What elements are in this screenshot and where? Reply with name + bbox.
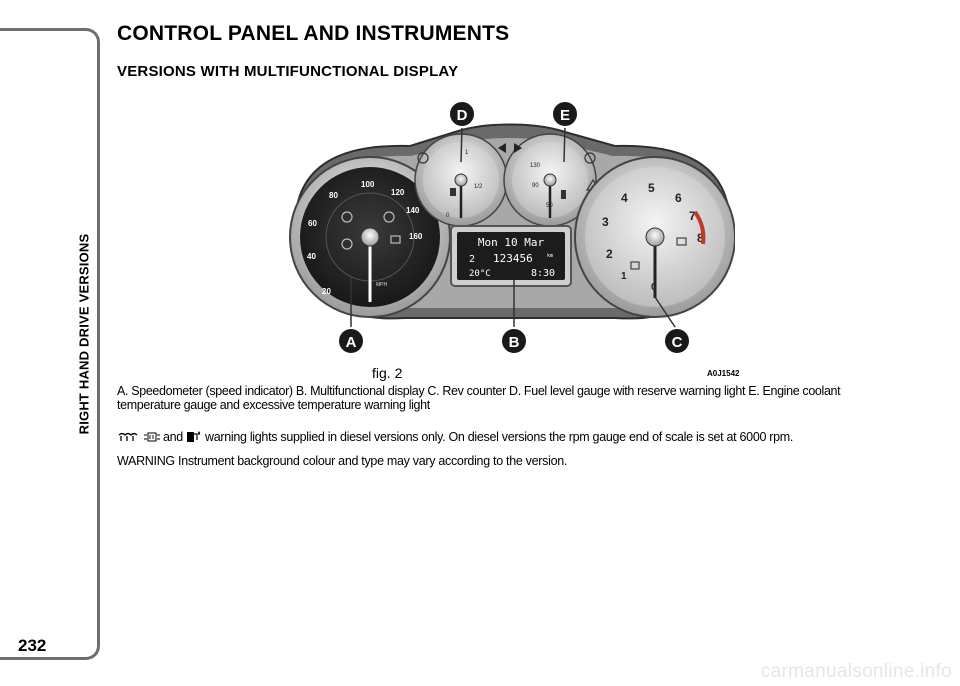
callout-line-c	[654, 296, 678, 331]
callout-label-b: B	[509, 334, 520, 351]
side-frame	[0, 28, 100, 660]
footer-watermark-url[interactable]: carmanualsonline.info	[760, 661, 952, 682]
speedometer-tick: 120	[391, 188, 405, 197]
page-number: 232	[18, 636, 47, 655]
display-gear: 2	[469, 254, 475, 265]
display-odometer: 123456	[493, 252, 533, 265]
display-odometer-unit: km	[547, 253, 553, 259]
warning-light-icon	[383, 211, 395, 223]
diesel-note-paragraph: and warning lights supplied in diesel ve…	[117, 430, 857, 444]
rear-fog-light-icon	[584, 152, 596, 164]
warning-light-icon	[676, 237, 687, 246]
speedometer-unit: MPH	[376, 282, 388, 288]
sidebar-label: RIGHT HAND DRIVE VERSIONS	[76, 233, 92, 435]
fuel-gauge-hub	[454, 173, 468, 187]
diesel-note-text: warning lights supplied in diesel versio…	[204, 430, 794, 444]
speedometer-tick: 40	[307, 252, 316, 261]
dpf-filter-icon	[144, 432, 160, 442]
coolant-thermometer-icon	[561, 190, 566, 199]
callout-label-e: E	[560, 107, 570, 124]
rev-counter-gauge: 1 0 2 3 4 5 6 7 8	[574, 156, 736, 318]
right-turn-signal-icon	[514, 143, 522, 153]
warning-light-icon	[630, 261, 640, 270]
speedometer-tick: 60	[308, 219, 317, 228]
fuel-gauge-label-full: 1	[465, 150, 469, 156]
speedometer-gauge: 20 40 60 80 100 120 140 160 MPH	[289, 156, 451, 318]
figure-caption: fig. 2	[372, 365, 403, 381]
rev-counter-tick: 1	[621, 271, 627, 282]
callout-badge-c: C	[663, 327, 691, 355]
instrument-panel-illustration: 20 40 60 80 100 120 140 160 MPH 0 1/2 1	[289, 100, 736, 355]
warning-light-icon	[341, 238, 353, 250]
callout-label-d: D	[457, 107, 468, 124]
warning-light-icon	[341, 211, 353, 223]
callout-label-a: A	[346, 334, 357, 351]
rev-counter-tick: 8	[697, 231, 704, 245]
speedometer-tick: 160	[409, 232, 423, 241]
rev-counter-tick: 2	[606, 247, 613, 261]
coolant-temperature-gauge: 130 90 50	[503, 133, 597, 227]
warning-light-icon	[390, 235, 401, 244]
glow-plug-icon	[118, 432, 138, 441]
page-title: CONTROL PANEL AND INSTRUMENTS	[117, 22, 510, 45]
instrument-panel-figure: 20 40 60 80 100 120 140 160 MPH 0 1/2 1	[285, 92, 736, 360]
callout-badge-a: A	[337, 327, 365, 355]
callout-badge-d: D	[448, 100, 476, 128]
rev-counter-tick: 6	[675, 191, 682, 205]
display-date: Mon 10 Mar	[478, 236, 545, 249]
display-temperature: 20°C	[469, 269, 491, 279]
fuel-level-gauge: 0 1/2 1	[414, 133, 508, 227]
callout-label-c: C	[672, 334, 683, 351]
rev-counter-tick: 3	[602, 215, 609, 229]
left-turn-signal-icon	[498, 143, 506, 153]
temp-gauge-label-high: 130	[530, 163, 541, 169]
water-in-fuel-icon	[186, 431, 200, 442]
section-subtitle: VERSIONS WITH MULTIFUNCTIONAL DISPLAY	[117, 63, 459, 80]
speedometer-tick: 100	[361, 180, 375, 189]
display-clock: 8:30	[531, 268, 555, 279]
warning-note: WARNING Instrument background colour and…	[117, 454, 568, 468]
rev-counter-tick: 7	[689, 209, 696, 223]
speedometer-tick: 80	[329, 191, 338, 200]
fuel-gauge-label-empty: 0	[446, 213, 450, 219]
redline-zone	[693, 210, 706, 245]
speedometer-tick: 140	[406, 206, 420, 215]
callout-line-e	[563, 125, 566, 163]
fuel-pump-icon	[450, 188, 456, 196]
speedometer-hub	[360, 227, 380, 247]
fog-light-icon	[417, 152, 429, 164]
callout-line-d	[460, 125, 463, 163]
speedometer-tick: 20	[322, 287, 331, 296]
temp-gauge-label-mid: 90	[532, 183, 539, 189]
figure-code: A0J1542	[707, 369, 740, 378]
rev-counter-tick: 5	[648, 181, 655, 195]
temp-gauge-hub	[543, 173, 557, 187]
fuel-gauge-label-half: 1/2	[474, 184, 483, 190]
multifunctional-display: Mon 10 Mar 2 123456 km 20°C 8:30	[450, 225, 572, 287]
rev-counter-tick: 4	[621, 191, 628, 205]
figure-legend: A. Speedometer (speed indicator) B. Mult…	[117, 384, 841, 412]
rev-counter-hub	[645, 227, 665, 247]
diesel-note-and: and	[163, 430, 183, 444]
callout-badge-b: B	[500, 327, 528, 355]
callout-badge-e: E	[551, 100, 579, 128]
